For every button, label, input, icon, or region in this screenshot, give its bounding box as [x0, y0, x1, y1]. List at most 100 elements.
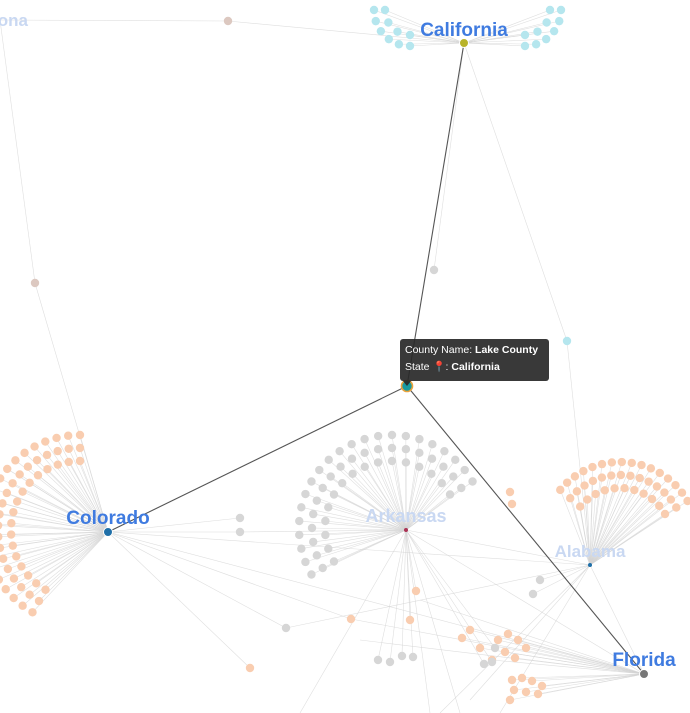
county-node-california[interactable] [520, 41, 530, 51]
county-node-arkansas[interactable] [360, 462, 369, 471]
county-node-colorado[interactable] [75, 456, 85, 466]
county-node-arkansas[interactable] [373, 655, 383, 665]
county-node-arkansas[interactable] [415, 448, 424, 458]
county-node-alabama[interactable] [639, 489, 648, 498]
county-node-california[interactable] [394, 40, 404, 49]
county-node-arkansas[interactable] [318, 563, 327, 573]
county-node-alabama[interactable] [617, 457, 627, 467]
county-node-alabama[interactable] [600, 486, 609, 495]
county-node-florida[interactable] [513, 635, 523, 645]
county-node-colorado[interactable] [23, 571, 33, 580]
county-node-arkansas[interactable] [336, 462, 345, 471]
county-node-alabama[interactable] [660, 488, 669, 497]
county-node-colorado[interactable] [3, 564, 13, 574]
county-node-colorado[interactable] [11, 456, 20, 465]
county-node-arkansas[interactable] [347, 454, 357, 463]
county-node-alabama[interactable] [627, 458, 636, 468]
county-node-arkansas[interactable] [321, 516, 330, 526]
county-node[interactable] [528, 589, 538, 599]
county-node-arkansas[interactable] [468, 477, 477, 486]
county-node-california[interactable] [556, 5, 566, 15]
county-node[interactable] [562, 336, 572, 346]
county-node-california[interactable] [545, 5, 555, 15]
county-node-colorado[interactable] [17, 582, 26, 592]
county-node-alabama[interactable] [591, 489, 600, 499]
hub-node-arkansas[interactable] [404, 528, 408, 532]
county-node[interactable] [223, 16, 233, 26]
county-node-florida[interactable] [509, 685, 519, 695]
county-node-colorado[interactable] [41, 437, 50, 446]
county-node-colorado[interactable] [0, 521, 3, 530]
county-node-colorado[interactable] [0, 510, 4, 519]
county-node-arkansas[interactable] [329, 557, 339, 566]
hub-node-alabama[interactable] [588, 563, 592, 567]
county-node-california[interactable] [384, 18, 393, 27]
county-node-colorado[interactable] [23, 462, 33, 471]
county-node-arkansas[interactable] [397, 651, 407, 661]
county-node-arkansas[interactable] [301, 557, 310, 567]
county-node-arkansas[interactable] [487, 657, 497, 667]
county-node-arkansas[interactable] [427, 469, 436, 478]
county-node-arkansas[interactable] [490, 643, 500, 653]
county-node-florida[interactable] [517, 673, 527, 683]
county-node-arkansas[interactable] [324, 544, 333, 553]
county-node-colorado[interactable] [64, 457, 73, 467]
county-node-florida[interactable] [457, 633, 467, 643]
county-node-arkansas[interactable] [297, 544, 306, 553]
county-node-alabama[interactable] [646, 464, 656, 473]
county-node-arkansas[interactable] [445, 490, 455, 499]
county-node[interactable] [507, 499, 517, 509]
county-node-alabama[interactable] [635, 473, 644, 483]
county-node-california[interactable] [376, 26, 386, 36]
county-node-alabama[interactable] [652, 482, 662, 491]
county-node-arkansas[interactable] [449, 472, 458, 481]
county-node-arkansas[interactable] [479, 659, 489, 669]
county-node-arkansas[interactable] [428, 440, 437, 449]
county-node-california[interactable] [405, 30, 415, 40]
county-node-arkansas[interactable] [401, 458, 411, 467]
county-node-alabama[interactable] [572, 487, 582, 496]
county-node-arkansas[interactable] [307, 523, 317, 533]
county-node-colorado[interactable] [9, 593, 18, 603]
county-node-colorado[interactable] [0, 474, 5, 483]
county-node-florida[interactable] [533, 689, 543, 699]
county-node-arkansas[interactable] [321, 530, 330, 540]
county-node-california[interactable] [549, 26, 559, 36]
county-node[interactable] [505, 487, 515, 497]
county-node-alabama[interactable] [607, 471, 616, 480]
county-node-arkansas[interactable] [440, 446, 449, 456]
county-node-colorado[interactable] [75, 430, 85, 440]
county-node-colorado[interactable] [0, 499, 7, 508]
county-node-alabama[interactable] [647, 494, 657, 504]
county-node-arkansas[interactable] [329, 490, 339, 499]
county-node-arkansas[interactable] [312, 496, 322, 505]
county-node[interactable] [235, 513, 245, 523]
county-node-alabama[interactable] [671, 480, 680, 490]
county-node-arkansas[interactable] [457, 483, 466, 493]
county-node-colorado[interactable] [6, 530, 16, 539]
county-node-arkansas[interactable] [439, 462, 448, 471]
county-node-alabama[interactable] [562, 478, 572, 487]
county-node-florida[interactable] [475, 643, 485, 653]
county-node-colorado[interactable] [42, 450, 52, 460]
county-node-arkansas[interactable] [460, 465, 469, 475]
county-node-arkansas[interactable] [373, 445, 383, 454]
county-node-arkansas[interactable] [335, 446, 344, 456]
county-node-colorado[interactable] [18, 601, 27, 610]
county-node-colorado[interactable] [41, 585, 50, 594]
county-node-colorado[interactable] [20, 448, 29, 458]
county-node-colorado[interactable] [15, 470, 24, 479]
county-node-arkansas[interactable] [415, 434, 424, 444]
county-node-arkansas[interactable] [387, 443, 397, 453]
county-node-alabama[interactable] [644, 477, 653, 486]
county-node-alabama[interactable] [672, 503, 681, 512]
county-node-arkansas[interactable] [309, 509, 318, 519]
county-node-colorado[interactable] [0, 543, 5, 553]
county-node-arkansas[interactable] [415, 462, 424, 471]
county-node-california[interactable] [541, 34, 551, 44]
county-node-alabama[interactable] [620, 483, 629, 493]
hub-node-california[interactable] [459, 38, 469, 48]
county-node-arkansas[interactable] [326, 472, 335, 481]
county-node-florida[interactable] [493, 635, 503, 645]
